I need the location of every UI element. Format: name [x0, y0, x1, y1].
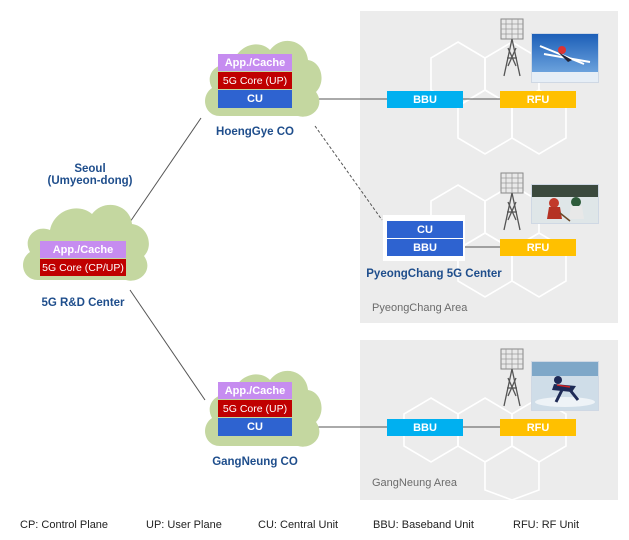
- hoenggye-rfu: RFU: [500, 91, 576, 108]
- seoul-5g-core: 5G Core (CP/UP): [40, 259, 126, 276]
- cell-tower-icon: [500, 18, 524, 77]
- legend-rfu: RFU: RF Unit: [513, 519, 579, 531]
- legend-bbu: BBU: Baseband Unit: [373, 519, 474, 531]
- ski-jump-photo: [531, 33, 599, 83]
- gangneung-5g-core: 5G Core (UP): [218, 400, 292, 417]
- legend-cu: CU: Central Unit: [258, 519, 339, 531]
- link-hoenggye-pyeongchang: [314, 125, 383, 221]
- pyeongchang-bbu: BBU: [387, 239, 463, 256]
- cell-tower-icon: [500, 172, 524, 231]
- seoul-name: Seoul: [74, 163, 106, 175]
- hockey-photo: [531, 184, 599, 224]
- hoenggye-cu: CU: [218, 90, 292, 108]
- legend-cp: CP: Control Plane: [20, 519, 109, 531]
- legend-up: UP: User Plane: [146, 519, 222, 531]
- gangneung-app-cache: App./Cache: [218, 382, 292, 399]
- pyeongchang-cu: CU: [387, 221, 463, 238]
- hoenggye-5g-core: 5G Core (UP): [218, 72, 292, 89]
- seoul-app-cache: App./Cache: [40, 241, 126, 258]
- hoenggye-co-label: HoengGye CO: [216, 126, 294, 138]
- gangneung-bbu: BBU: [387, 419, 463, 436]
- speed-skating-photo: [531, 361, 599, 411]
- seoul-title: Seoul (Umyeon-dong): [40, 163, 140, 187]
- link-seoul-gangneung: [129, 289, 206, 401]
- hoenggye-bbu: BBU: [387, 91, 463, 108]
- cell-tower-icon: [500, 348, 524, 407]
- gangneung-co-label: GangNeung CO: [212, 456, 298, 468]
- gangneung-rfu: RFU: [500, 419, 576, 436]
- seoul-district: (Umyeon-dong): [47, 175, 133, 187]
- gangneung-cu: CU: [218, 418, 292, 436]
- hoenggye-app-cache: App./Cache: [218, 54, 292, 71]
- pyeongchang-area-label: PyeongChang Area: [372, 302, 468, 314]
- link-seoul-hoenggye: [129, 117, 202, 223]
- pyeongchang-center-label: PyeongChang 5G Center: [366, 268, 502, 280]
- seoul-center-label: 5G R&D Center: [41, 297, 125, 309]
- gangneung-area-label: GangNeung Area: [372, 477, 458, 489]
- pyeongchang-rfu: RFU: [500, 239, 576, 256]
